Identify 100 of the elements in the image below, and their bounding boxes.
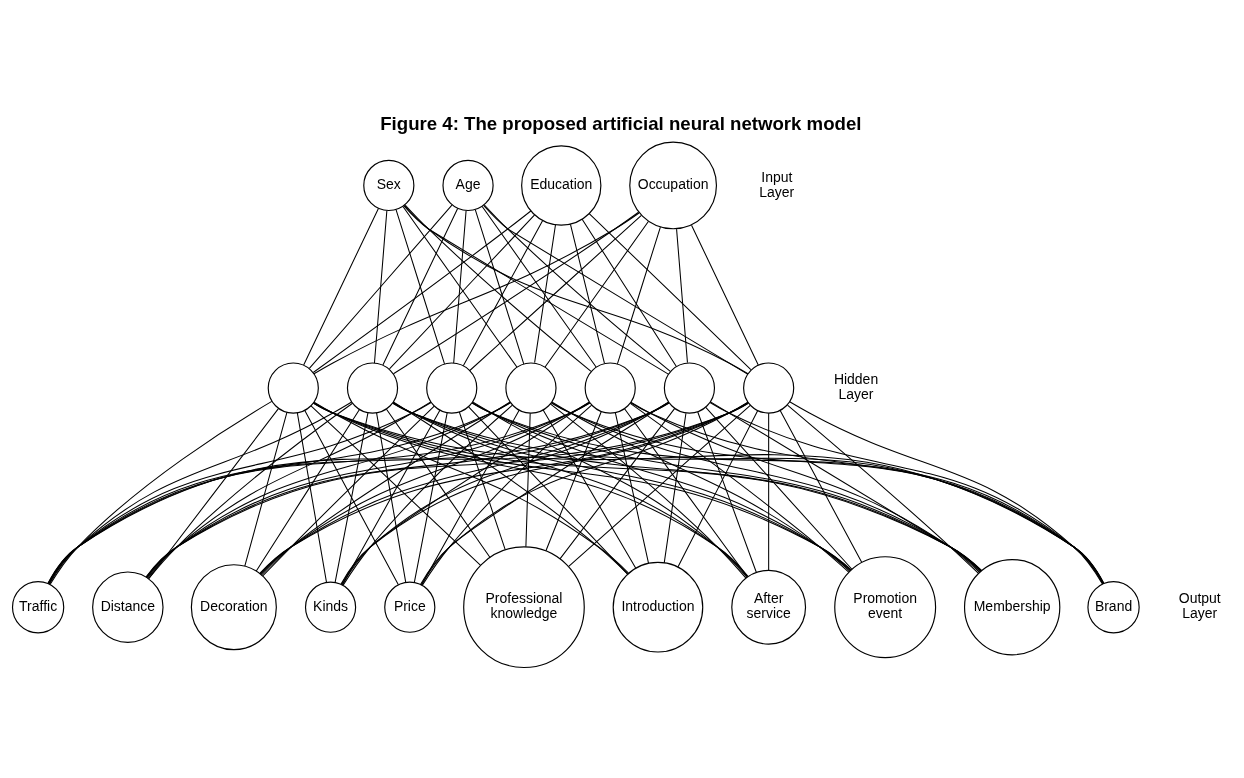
connector: [550, 401, 982, 572]
connector: [303, 207, 379, 366]
node-circle: Price: [384, 581, 436, 633]
connector: [630, 401, 981, 572]
connector: [697, 410, 757, 573]
node-circle: Professional knowledge: [463, 545, 585, 668]
connector: [705, 406, 853, 570]
connector: [313, 401, 629, 574]
node-circle: Kinds: [304, 581, 357, 633]
connector: [588, 212, 752, 370]
connector: [382, 207, 459, 366]
connector: [404, 203, 592, 372]
connector: [395, 208, 446, 364]
node-circle: Age: [442, 159, 494, 211]
connector: [403, 204, 749, 374]
node-circle: Decoration: [190, 563, 277, 650]
connector: [376, 411, 407, 583]
connector: [392, 401, 852, 571]
connector: [421, 404, 593, 586]
connector: [313, 401, 852, 570]
connector: [403, 204, 669, 375]
node-circle: Sex: [363, 159, 415, 211]
connector: [481, 205, 597, 368]
connector: [392, 211, 640, 374]
node-circle: [267, 361, 319, 414]
connector: [469, 214, 642, 371]
connector: [260, 401, 590, 575]
connector: [260, 401, 511, 576]
connector: [308, 204, 453, 369]
connector: [413, 411, 448, 583]
connector: [483, 203, 671, 372]
connector: [148, 402, 354, 579]
node-circle: [505, 361, 557, 414]
connector: [342, 404, 513, 586]
connector: [420, 401, 669, 585]
connector: [471, 401, 851, 571]
node-circle: Traffic: [11, 580, 65, 633]
connector: [255, 408, 360, 571]
connector: [458, 410, 506, 550]
connector: [474, 208, 525, 364]
connector: [462, 219, 544, 366]
connector: [544, 220, 649, 367]
connector: [48, 401, 432, 584]
node-circle: After service: [731, 569, 807, 645]
label: Output Layer: [1178, 589, 1221, 621]
connector: [559, 407, 676, 559]
connector: [768, 412, 770, 571]
connector: [616, 226, 661, 364]
connector: [49, 400, 273, 585]
connector: [146, 401, 591, 578]
node-circle: Distance: [92, 570, 164, 643]
connector: [262, 405, 435, 576]
node-circle: Introduction: [612, 561, 704, 653]
connector: [296, 411, 328, 583]
connector: [614, 411, 650, 564]
node-circle: Membership: [963, 558, 1061, 655]
connector: [310, 404, 482, 566]
connector: [624, 407, 748, 577]
connector: [569, 223, 605, 364]
node-circle: Promotion event: [834, 555, 937, 658]
connector: [691, 224, 759, 366]
connector: [146, 401, 511, 578]
node-circle: [346, 361, 399, 414]
connector: [147, 400, 432, 579]
label: Input Layer: [759, 168, 795, 200]
connector: [385, 408, 491, 558]
connector: [373, 209, 388, 363]
connector: [402, 205, 518, 368]
connector: [629, 402, 850, 573]
connector: [542, 408, 637, 568]
connector: [340, 401, 670, 585]
connector: [48, 401, 353, 584]
connector: [534, 223, 556, 363]
node-circle: [426, 361, 478, 414]
node-circle: Occupation: [629, 141, 718, 229]
connector: [453, 209, 467, 363]
node-circle: [743, 361, 795, 414]
connector: [341, 401, 590, 585]
connector: [789, 400, 1103, 584]
label: Hidden Layer: [833, 370, 879, 402]
connector: [709, 401, 1104, 584]
connector: [710, 400, 981, 573]
connector: [551, 401, 851, 572]
connector: [568, 404, 751, 567]
connector: [779, 409, 863, 563]
connector: [313, 212, 640, 374]
connector: [483, 204, 749, 375]
connector: [525, 412, 531, 547]
node-circle: Education: [521, 144, 602, 226]
node-circle: Brand: [1087, 580, 1140, 633]
connector: [388, 213, 536, 369]
connector: [334, 411, 369, 583]
connector: [545, 410, 602, 551]
connector: [312, 209, 532, 373]
connector: [244, 411, 288, 567]
connector: [468, 405, 628, 574]
connector: [549, 402, 747, 578]
node-circle: [663, 361, 716, 414]
connector: [304, 409, 399, 585]
diagram-title: Figure 4: The proposed artificial neural network model: [380, 112, 862, 134]
